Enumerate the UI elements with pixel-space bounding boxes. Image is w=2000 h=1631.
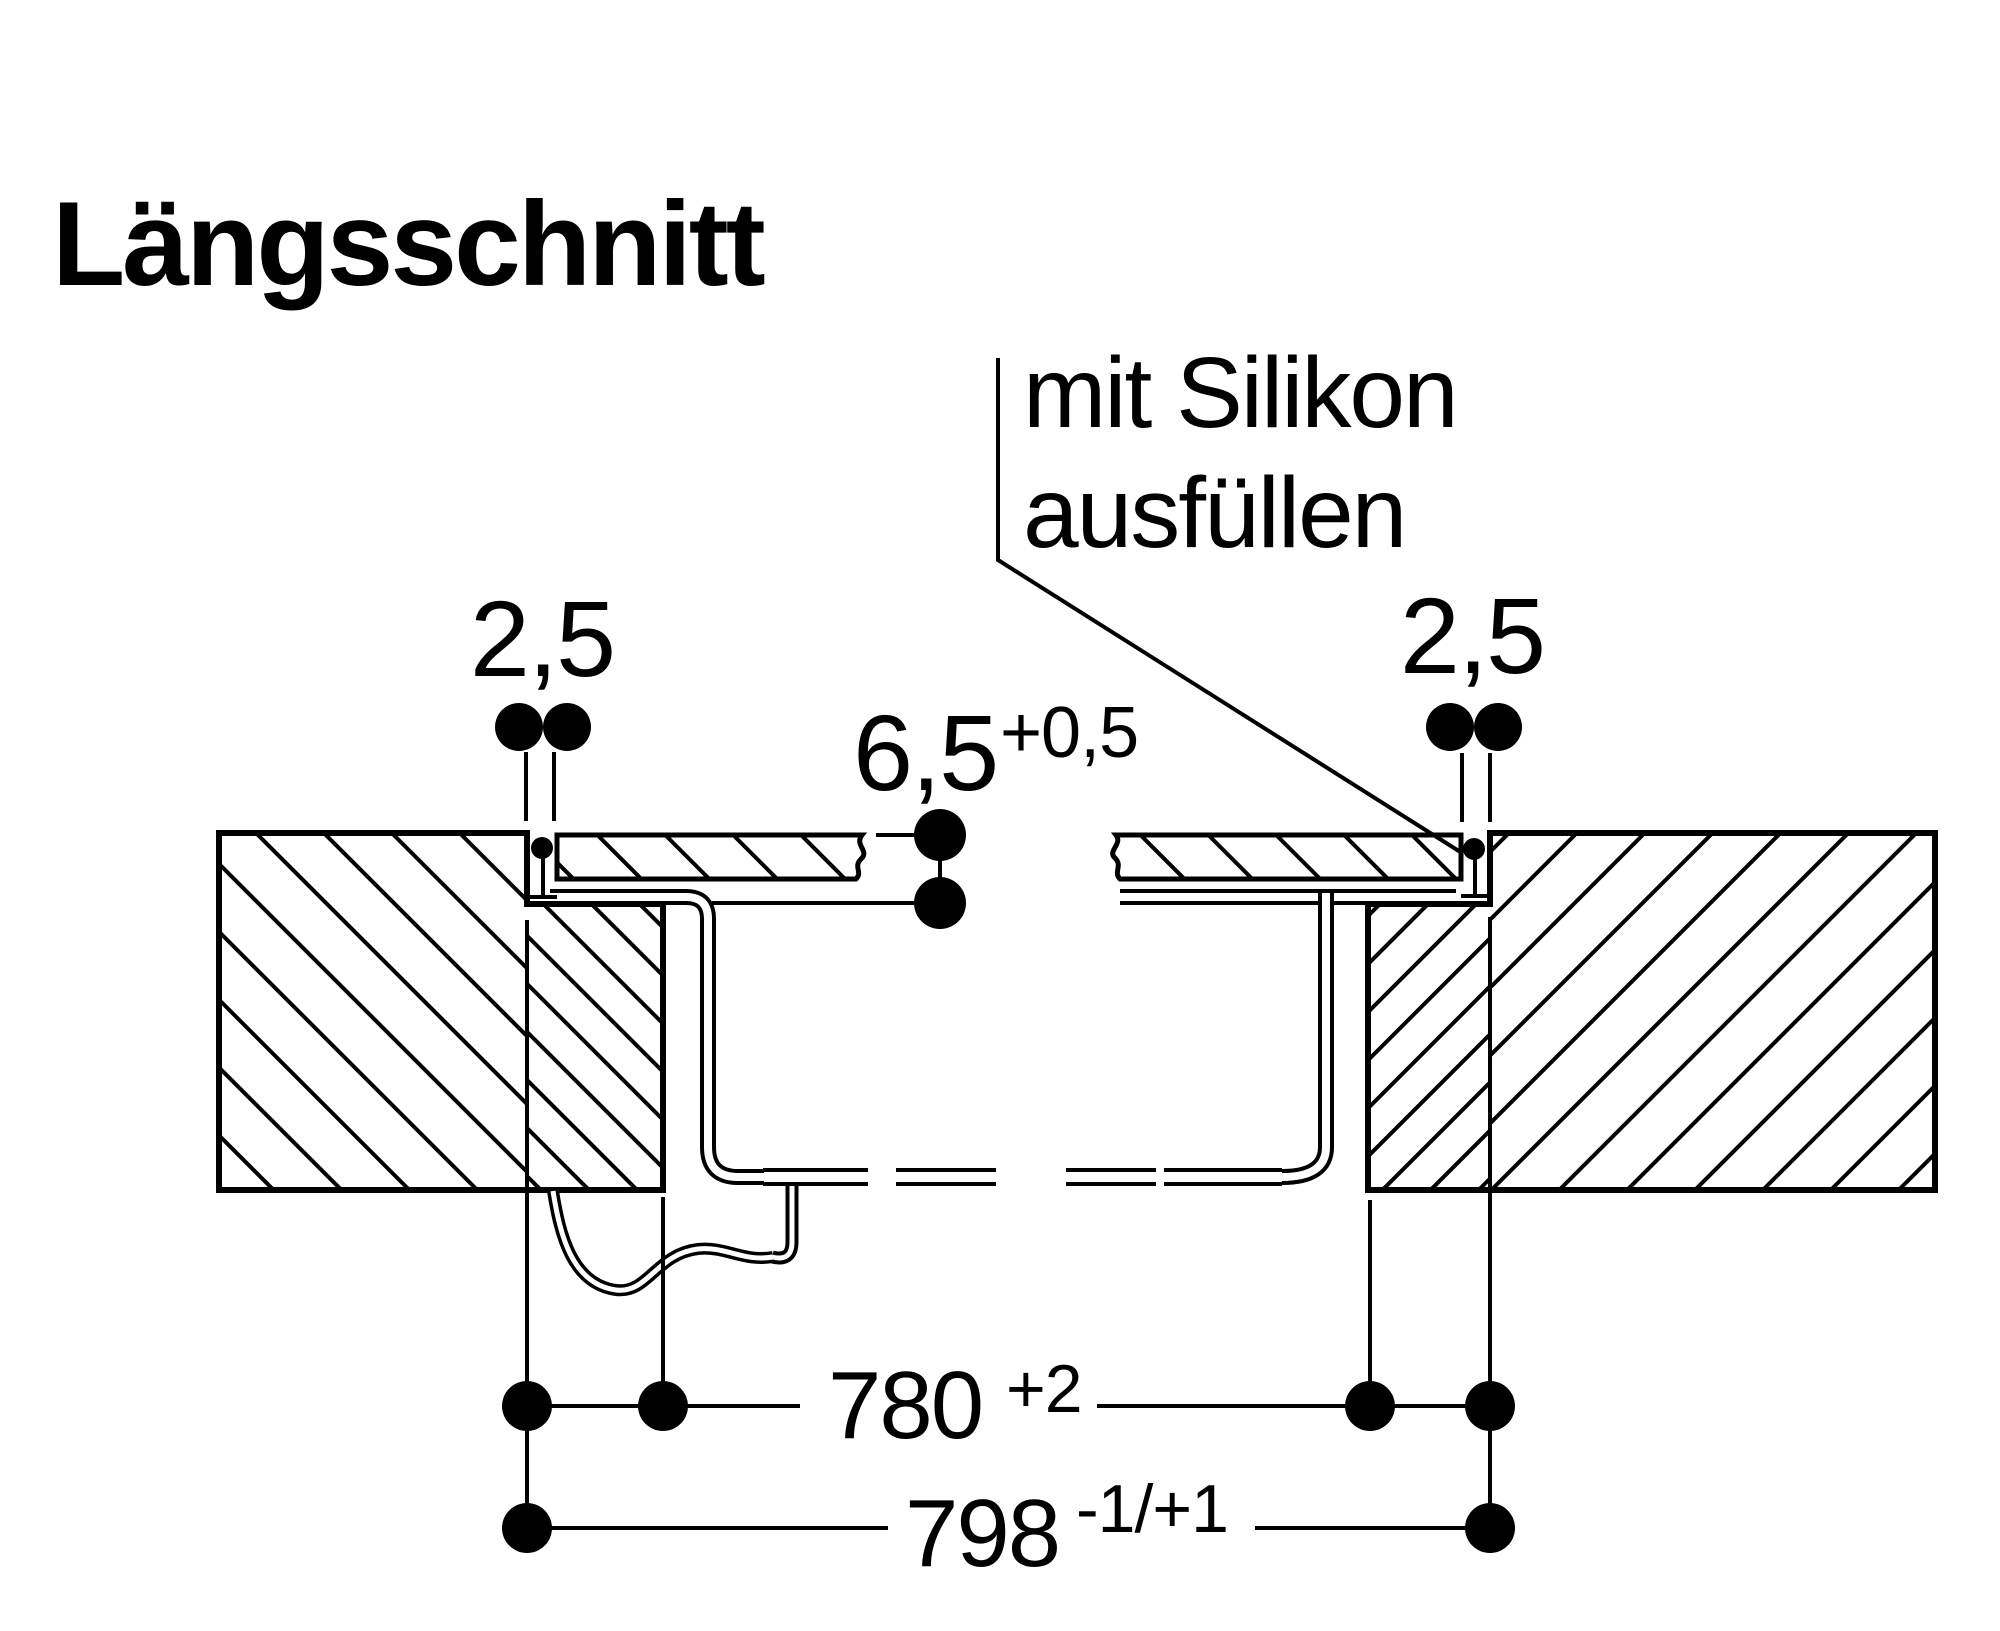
dimension-tolerance-rebate-width: -1/+1 [1076,1471,1228,1547]
dimension-tolerance-recess-depth: +0,5 [1000,693,1138,773]
chassis-bottom-break-lines [763,1168,1282,1186]
dimension-label-cutout-width: 780 [828,1352,982,1459]
diagram-title: Längsschnitt [52,177,765,311]
dimension-line-rebate-width [502,1503,1515,1553]
hob-glass-right [1110,832,1464,882]
dimension-recess-depth [850,809,966,929]
dimension-dots-gap-left [495,703,591,751]
silicone-joint-dot-right [1463,838,1485,860]
dimension-tolerance-cutout-width: +2 [1006,1351,1082,1427]
dimension-label-rebate-width: 798 [905,1480,1059,1587]
hob-frame-right [1120,889,1456,1185]
worktop-right-section [1365,830,1938,1193]
dimension-label-gap-right: 2,5 [1400,575,1544,696]
cable-gland [770,1182,799,1265]
dimension-dots-gap-right [1426,703,1522,751]
silicone-note-leader-line [996,358,1464,855]
dimension-label-recess-depth: 6,5 [853,692,997,813]
worktop-left-section [216,830,666,1193]
dimension-line-cutout-width [502,1381,1515,1431]
hob-glass-left [554,832,868,882]
silicone-joint-dot-left [531,837,553,859]
silicone-note-line1: mit Silikon [1023,337,1457,449]
silicone-note-line2: ausfüllen [1023,457,1405,569]
dimension-label-gap-left: 2,5 [470,578,614,699]
joint-trim-left [527,857,557,899]
joint-trim-right [1461,857,1490,898]
power-cable [547,1190,774,1297]
